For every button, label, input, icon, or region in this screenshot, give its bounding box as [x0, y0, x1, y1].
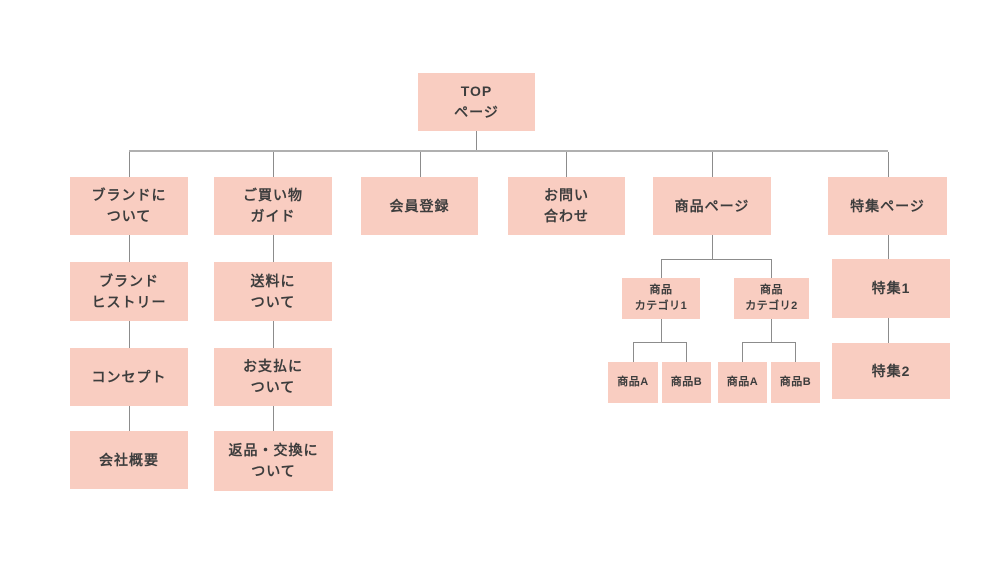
connector-stub-category2 [771, 260, 772, 278]
connector-stub-feature [888, 152, 889, 177]
node-brand-history: ブランド ヒストリー [70, 262, 188, 321]
node-product-category-1: 商品 カテゴリ1 [622, 278, 700, 319]
node-cat1-product-b: 商品B [662, 362, 711, 403]
connector-shipping-payment [273, 321, 274, 348]
node-feature-page: 特集ページ [828, 177, 947, 235]
node-contact: お問い 合わせ [508, 177, 625, 235]
connector-feature1-feature2 [888, 318, 889, 343]
node-product-category-2: 商品 カテゴリ2 [734, 278, 809, 319]
connector-stub-brand [129, 152, 130, 177]
connector-stub-cat1-product-a [633, 343, 634, 362]
node-shipping: 送料に ついて [214, 262, 332, 321]
connector-stub-product [712, 152, 713, 177]
node-product-page: 商品ページ [653, 177, 771, 235]
connector-stub-contact [566, 152, 567, 177]
connector-stub-cat2-product-b [795, 343, 796, 362]
connector-stub-category1 [661, 260, 662, 278]
connector-payment-returns [273, 406, 274, 431]
connector-category-bracket [661, 259, 772, 260]
node-shopping-guide: ご買い物 ガイド [214, 177, 332, 235]
node-cat2-product-b: 商品B [771, 362, 820, 403]
node-cat1-product-a: 商品A [608, 362, 658, 403]
connector-stub-cat1-product-b [686, 343, 687, 362]
connector-stub-member [420, 152, 421, 177]
connector-top-stem [476, 131, 477, 152]
node-payment: お支払に ついて [214, 348, 332, 406]
node-top-page: TOP ページ [418, 73, 535, 131]
connector-history-concept [129, 321, 130, 348]
connector-stub-guide [273, 152, 274, 177]
connector-brand-history [129, 235, 130, 262]
node-member-registration: 会員登録 [361, 177, 478, 235]
node-feature-2: 特集2 [832, 343, 950, 399]
node-company-overview: 会社概要 [70, 431, 188, 489]
node-brand-about: ブランドに ついて [70, 177, 188, 235]
node-cat2-product-a: 商品A [718, 362, 767, 403]
node-returns-exchange: 返品・交換に ついて [214, 431, 333, 491]
connector-guide-shipping [273, 235, 274, 262]
connector-stub-cat2-product-a [742, 343, 743, 362]
connector-category1-stem [661, 319, 662, 342]
connector-product-stem [712, 235, 713, 259]
connector-main-horizontal [129, 150, 888, 152]
connector-feature-feature1 [888, 235, 889, 259]
node-concept: コンセプト [70, 348, 188, 406]
connector-concept-company [129, 406, 130, 431]
connector-category1-bracket [633, 342, 687, 343]
node-feature-1: 特集1 [832, 259, 950, 318]
connector-category2-stem [771, 319, 772, 342]
connector-category2-bracket [742, 342, 796, 343]
